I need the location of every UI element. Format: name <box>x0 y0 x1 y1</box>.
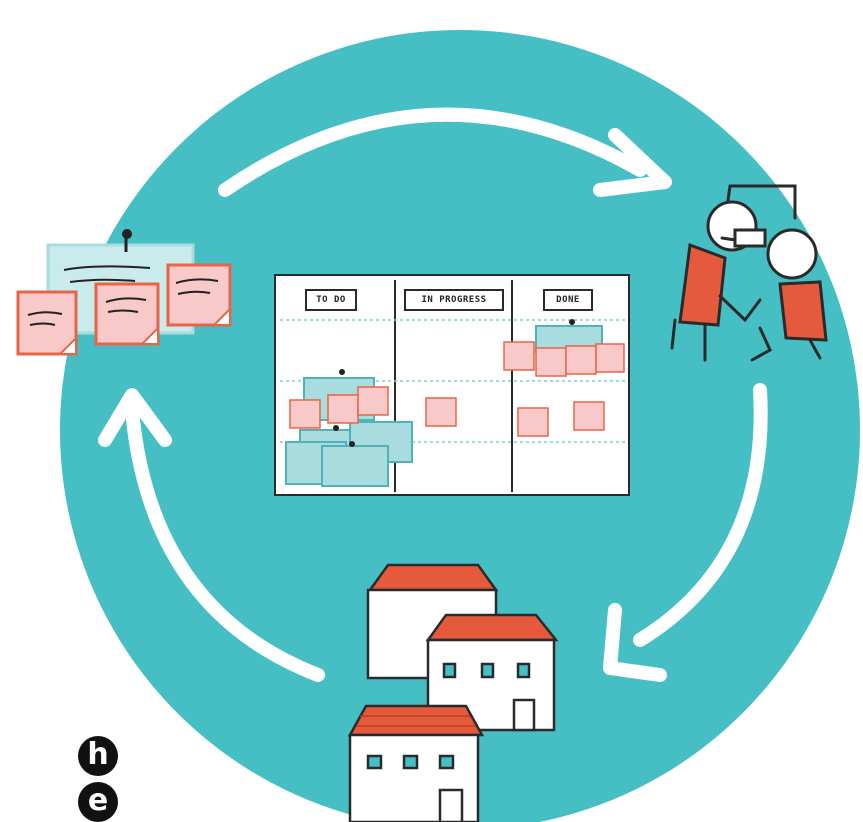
buildings-icon <box>347 563 559 822</box>
kanban-board <box>274 274 630 496</box>
column-label-in-progress: IN PROGRESS <box>404 289 504 311</box>
team-meeting-icon <box>670 184 828 362</box>
column-label-done: DONE <box>543 289 593 311</box>
logo-icon: e <box>78 782 118 822</box>
cycle-arrow-icon <box>98 107 768 682</box>
logo-icon: h <box>78 736 118 776</box>
notes-icon <box>16 229 232 356</box>
column-label-to-do: TO DO <box>305 289 357 311</box>
